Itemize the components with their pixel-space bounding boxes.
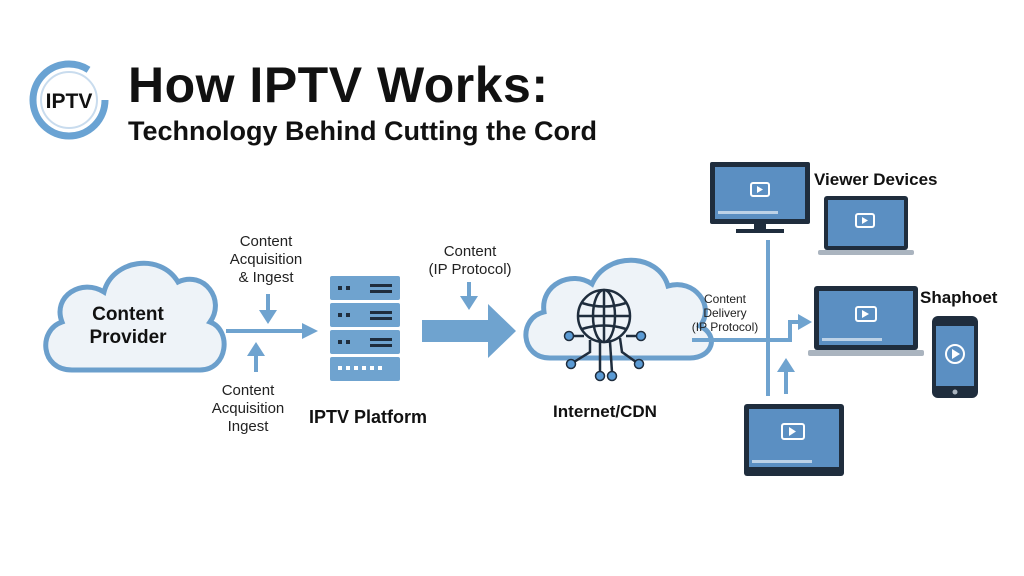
iptv-logo-icon — [29, 60, 109, 140]
laptop-icon — [818, 196, 914, 255]
smartphone-icon — [932, 316, 978, 398]
monitor-icon — [744, 404, 844, 476]
ingest-top-label: Content Acquisition & Ingest — [229, 233, 303, 286]
content-provider-label: Content Provider — [89, 304, 167, 348]
ingest-bottom-label: Content Acquisition Ingest — [211, 382, 285, 435]
delivery-arrowheads — [777, 314, 812, 372]
content-provider-cloud-icon — [43, 260, 227, 373]
page-subtitle: Technology Behind Cutting the Cord — [128, 116, 597, 146]
ingest-arrows — [226, 294, 318, 372]
iptv-platform-label: IPTV Platform — [308, 407, 428, 427]
laptop-large-icon — [808, 286, 924, 356]
iptv-platform-server-icon — [330, 276, 400, 381]
tv-icon — [710, 162, 810, 233]
delivery-lines — [692, 240, 800, 396]
platform-to-cdn-arrow — [422, 282, 516, 358]
viewer-devices-label: Viewer Devices — [814, 170, 938, 189]
page-title: How IPTV Works: — [128, 57, 549, 113]
ip-protocol-label: Content (IP Protocol) — [428, 243, 512, 278]
delivery-label: Content Delivery (IP Protocol) — [691, 292, 759, 334]
iptv-logo-text: IPTV — [45, 90, 93, 113]
internet-cdn-label: Internet/CDN — [553, 402, 657, 421]
smartphone-label: Shaphoet — [920, 288, 998, 307]
globe-network-icon — [563, 288, 647, 382]
